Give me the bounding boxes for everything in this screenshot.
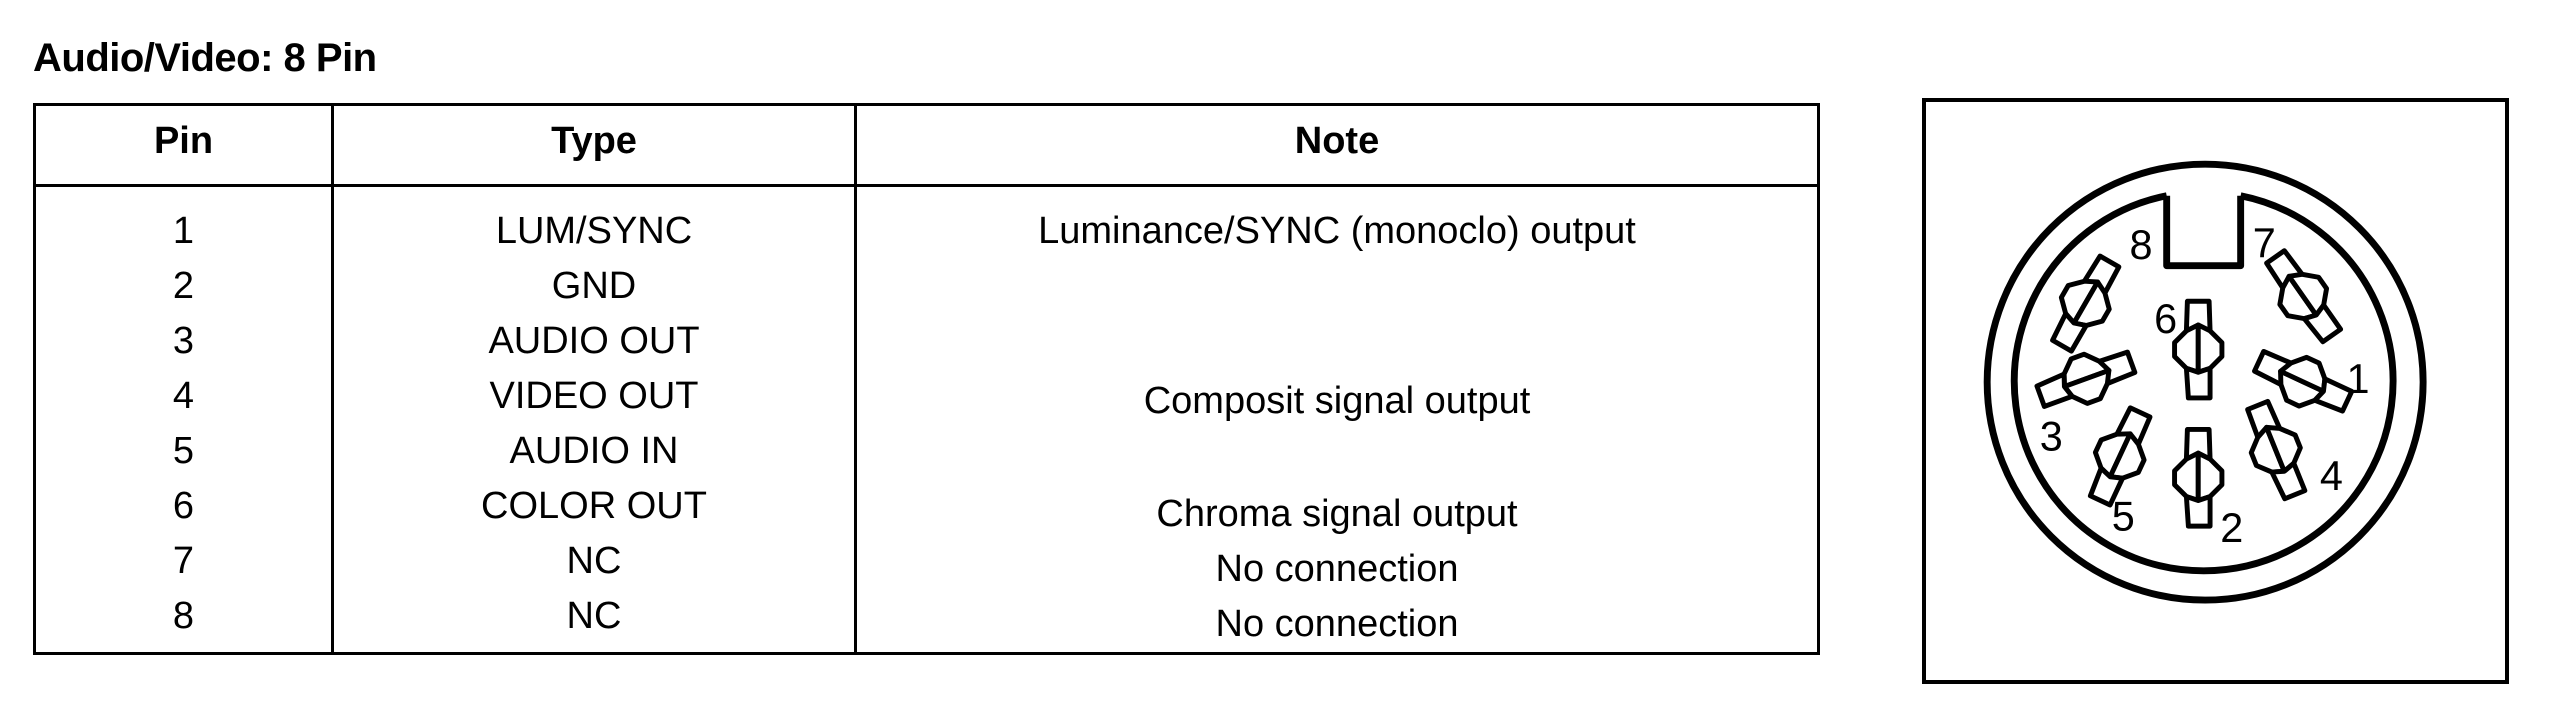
pin-2-contact	[2175, 429, 2222, 526]
cell-note: No connection	[1215, 603, 1459, 645]
pin-label: 8	[2130, 222, 2153, 268]
header-divider	[36, 184, 1817, 187]
cell-type: VIDEO OUT	[489, 375, 699, 417]
cell-note: Chroma signal output	[1156, 493, 1518, 535]
connector-outer-ring	[1983, 160, 2427, 604]
cell-type: AUDIO OUT	[488, 320, 700, 362]
cell-pin: 1	[172, 210, 195, 252]
cell-note: No connection	[1215, 548, 1459, 590]
cell-type: LUM/SYNC	[495, 210, 693, 252]
cell-type: NC	[566, 540, 622, 582]
pin-label: 5	[2112, 493, 2135, 539]
cell-pin: 3	[172, 320, 195, 362]
din-8-connector-drawing: 1 2 3 4 5 6 7 8	[1983, 160, 2427, 604]
cell-pin: 5	[172, 430, 195, 472]
column-divider	[854, 106, 857, 652]
cell-type: COLOR OUT	[481, 485, 707, 527]
pin-label: 1	[2347, 356, 2370, 402]
header-pin: Pin	[153, 120, 214, 162]
header-type: Type	[551, 120, 637, 162]
pin-label: 6	[2154, 296, 2177, 342]
connector-inner-ring	[2010, 192, 2397, 575]
cell-type: NC	[566, 595, 622, 637]
pin-4-contact	[2236, 397, 2316, 504]
cell-type: GND	[551, 265, 637, 307]
cell-pin: 2	[172, 265, 195, 307]
pin-3-contact	[2032, 340, 2139, 418]
cell-note: Composit signal output	[1143, 380, 1531, 422]
cell-pin: 4	[172, 375, 195, 417]
cell-pin: 8	[172, 595, 195, 637]
header-note: Note	[1294, 120, 1380, 162]
cell-pin: 7	[172, 540, 195, 582]
connector-key-notch	[2163, 195, 2245, 270]
pin-6-contact	[2175, 301, 2222, 398]
column-divider	[331, 106, 334, 652]
pin-label: 4	[2320, 453, 2343, 499]
pin-label: 3	[2040, 413, 2063, 459]
connector-diagram: 1 2 3 4 5 6 7 8	[1922, 98, 2509, 684]
section-title: Audio/Video: 8 Pin	[33, 36, 377, 80]
pin-label: 7	[2253, 220, 2276, 266]
pin-table: Pin Type Note 1 LUM/SYNC Luminance/SYNC (m…	[33, 103, 1820, 655]
pin-label: 2	[2220, 505, 2243, 551]
cell-note: Luminance/SYNC (monoclo) output	[1038, 210, 1636, 252]
cell-type: AUDIO IN	[509, 430, 679, 472]
cell-pin: 6	[172, 485, 195, 527]
